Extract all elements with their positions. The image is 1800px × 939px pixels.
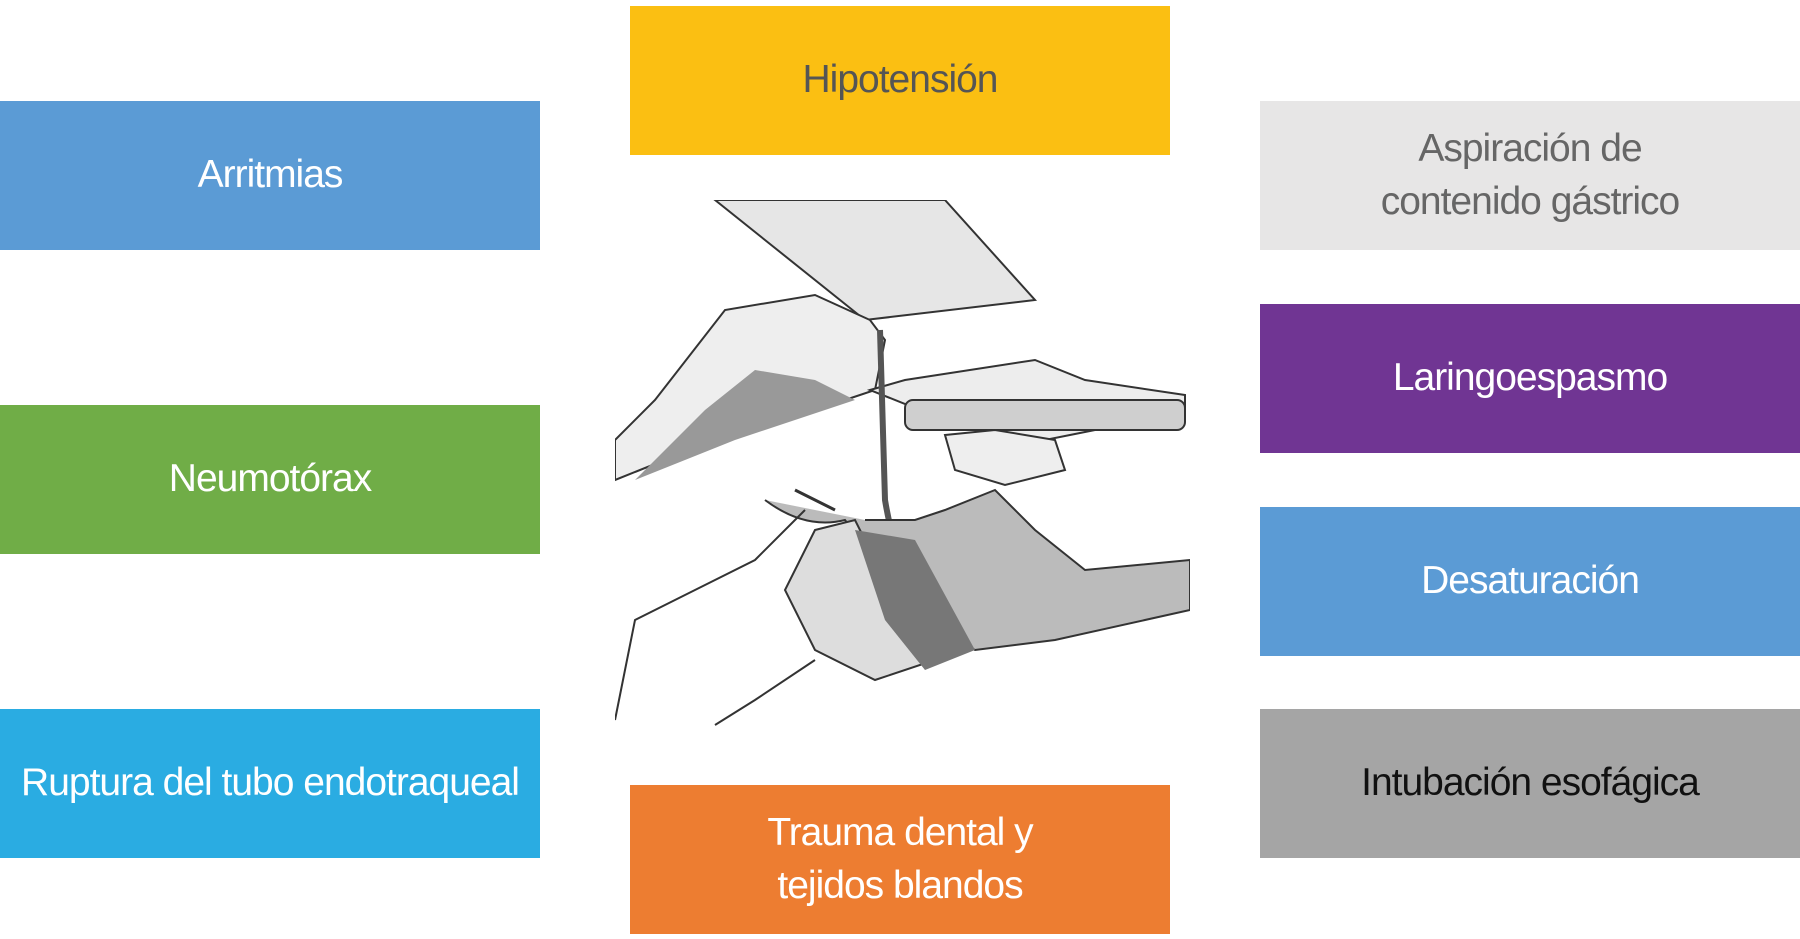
label-line2: tejidos blandos (777, 863, 1023, 907)
complication-aspiracion: Aspiración de contenido gástrico (1260, 101, 1800, 250)
complication-laringoespasmo: Laringoespasmo (1260, 304, 1800, 453)
label: Ruptura del tubo endotraqueal (21, 761, 520, 805)
complication-intubacion-esofagica: Intubación esofágica (1260, 709, 1800, 858)
complication-trauma-dental: Trauma dental y tejidos blandos (630, 785, 1170, 934)
label-line2: contenido gástrico (1380, 179, 1681, 223)
label: Arritmias (197, 153, 344, 197)
label: Hipotensión (802, 58, 999, 102)
complication-ruptura-tubo: Ruptura del tubo endotraqueal (0, 709, 540, 858)
complication-desaturacion: Desaturación (1260, 507, 1800, 656)
laryngoscope-intubation-illustration (615, 200, 1190, 726)
label: Desaturación (1421, 559, 1640, 603)
label: Intubación esofágica (1361, 761, 1700, 805)
label-line1: Aspiración de (1418, 126, 1642, 170)
complication-arritmias: Arritmias (0, 101, 540, 250)
label: Laringoespasmo (1392, 356, 1668, 400)
label-line1: Trauma dental y (767, 810, 1033, 854)
complication-hipotension: Hipotensión (630, 6, 1170, 155)
complication-neumotorax: Neumotórax (0, 405, 540, 554)
label: Neumotórax (168, 457, 372, 501)
